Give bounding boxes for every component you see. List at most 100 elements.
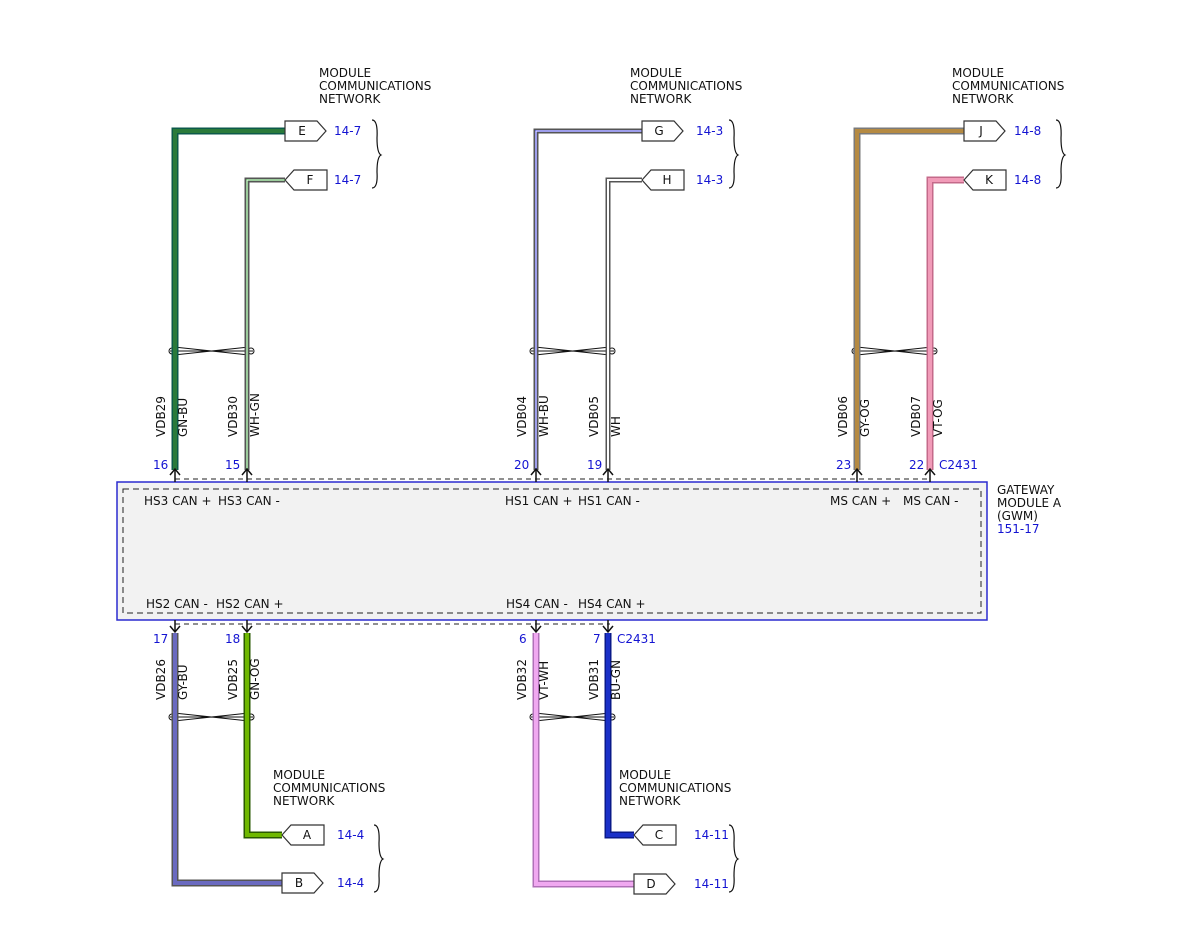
signal-label: HS4 CAN - (506, 597, 568, 611)
connector-ref-link[interactable]: 14-11 (694, 877, 729, 891)
wire-w19-stripe (607, 179, 642, 470)
network-label-top-1: MODULE COMMUNICATIONS NETWORK (319, 66, 431, 106)
signal-label: HS1 CAN + (505, 494, 573, 508)
circuit-number-label: VDB05 (587, 396, 601, 437)
network-label-line: NETWORK (952, 92, 1015, 106)
pin-number: 18 (225, 632, 240, 646)
signal-label: HS3 CAN + (144, 494, 212, 508)
circuit-number-label: VDB29 (154, 396, 168, 437)
wire-color-code-label: WH (609, 416, 623, 437)
network-label-line: COMMUNICATIONS (319, 79, 431, 93)
signal-label: HS3 CAN - (218, 494, 280, 508)
pin-number: 7 (593, 632, 601, 646)
network-label-line: MODULE (319, 66, 371, 80)
network-label-top-2: MODULE COMMUNICATIONS NETWORK (630, 66, 742, 106)
connector-flag-w22 (963, 169, 1007, 191)
module-name-line-2: MODULE A (997, 496, 1062, 510)
wire-color-code-label: GY-OG (858, 399, 872, 437)
connector-flag-label: F (307, 173, 314, 187)
wire-color-code-label: BU-GN (609, 660, 623, 700)
circuit-number-label: VDB30 (226, 396, 240, 437)
network-label-line: NETWORK (273, 794, 336, 808)
connector-flag-w18 (281, 824, 325, 846)
circuit-number-label: VDB25 (226, 659, 240, 700)
brace-top-2 (728, 119, 740, 189)
circuit-number-label: VDB06 (836, 396, 850, 437)
wire-w7-core (606, 633, 634, 837)
connector-flag-label: E (298, 124, 306, 138)
circuit-number-label: VDB26 (154, 659, 168, 700)
network-label-line: COMMUNICATIONS (952, 79, 1064, 93)
pin-number: 17 (153, 632, 168, 646)
network-label-line: MODULE (619, 768, 671, 782)
connector-flag-w23 (963, 120, 1006, 142)
connector-ref-link[interactable]: 14-3 (696, 124, 723, 138)
connector-ref-link[interactable]: 14-4 (337, 876, 364, 890)
connector-ref-link[interactable]: 14-7 (334, 173, 361, 187)
connector-flag-label: G (654, 124, 663, 138)
wire-color-code-label: GY-BU (176, 664, 190, 700)
connector-flag-w16 (284, 120, 327, 142)
circuit-number-label: VDB32 (515, 659, 529, 700)
twist-marker-hs2 (170, 712, 253, 722)
signal-label: MS CAN + (830, 494, 891, 508)
connector-ref-link[interactable]: 14-7 (334, 124, 361, 138)
connector-flag-w19 (641, 169, 685, 191)
connector-flag-label: B (295, 876, 303, 890)
brace-group (371, 119, 1067, 893)
wire-color-code-label: VT-WH (537, 661, 551, 700)
signal-label: MS CAN - (903, 494, 959, 508)
network-label-line: MODULE (630, 66, 682, 80)
signal-label: HS2 CAN + (216, 597, 284, 611)
network-label-bottom-1: MODULE COMMUNICATIONS NETWORK (273, 768, 385, 808)
pin-number: 23 (836, 458, 851, 472)
module-ref-link[interactable]: 151-17 (997, 522, 1040, 536)
network-label-line: COMMUNICATIONS (630, 79, 742, 93)
module-name-line-1: GATEWAY (997, 483, 1055, 497)
wire-w6-core (534, 633, 634, 886)
twist-marker-hs3 (170, 346, 253, 356)
connector-top-label: C2431 (939, 458, 978, 472)
gateway-module-inner-outline (122, 488, 982, 614)
connector-bottom-label: C2431 (617, 632, 656, 646)
network-label-bottom-2: MODULE COMMUNICATIONS NETWORK (619, 768, 731, 808)
connector-ref-link[interactable]: 14-8 (1014, 124, 1041, 138)
connector-ref-link[interactable]: 14-8 (1014, 173, 1041, 187)
wire-color-code-label: GN-OG (248, 658, 262, 700)
network-label-line: COMMUNICATIONS (619, 781, 731, 795)
pin-number: 20 (514, 458, 529, 472)
wire-w23-core (855, 129, 964, 470)
network-label-line: COMMUNICATIONS (273, 781, 385, 795)
connector-ref-link[interactable]: 14-4 (337, 828, 364, 842)
connector-ref-link[interactable]: 14-11 (694, 828, 729, 842)
network-label-line: NETWORK (619, 794, 682, 808)
connector-flag-w15 (284, 169, 328, 191)
brace-top-1 (371, 119, 383, 189)
wire-w15-stripe (246, 179, 285, 470)
brace-bottom-2 (728, 824, 740, 893)
pin-number: 6 (519, 632, 527, 646)
wire-w18-core (245, 633, 282, 837)
connector-ref-link[interactable]: 14-3 (696, 173, 723, 187)
pin-number: 19 (587, 458, 602, 472)
wire-w22-core (928, 178, 964, 470)
connector-flag-w6 (633, 873, 676, 895)
connector-flag-w7 (633, 824, 677, 846)
wire-layer (169, 127, 964, 888)
network-label-line: MODULE (273, 768, 325, 782)
signal-label: HS1 CAN - (578, 494, 640, 508)
network-label-line: NETWORK (319, 92, 382, 106)
connector-flag-label: J (978, 124, 983, 138)
wire-color-code-label: GN-BU (176, 398, 190, 437)
connector-flag-w20 (641, 120, 684, 142)
twist-marker-ms (853, 346, 936, 356)
connector-flag-label: K (985, 173, 994, 187)
wire-w16-core (173, 129, 285, 470)
module-name-line-3: (GWM) (997, 509, 1038, 523)
pin-number: 16 (153, 458, 168, 472)
pin-number: 15 (225, 458, 240, 472)
wire-w20-stripe (535, 130, 642, 470)
network-label-top-3: MODULE COMMUNICATIONS NETWORK (952, 66, 1064, 106)
gateway-module-box[interactable] (116, 481, 988, 621)
